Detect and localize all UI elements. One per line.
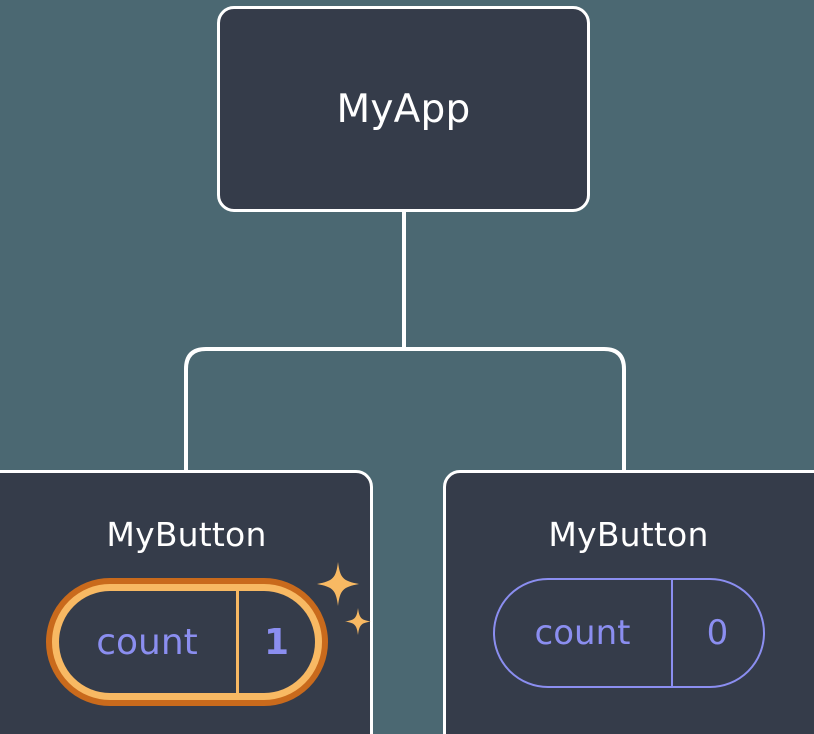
node-title: MyButton: [106, 515, 267, 554]
edge-child-bus: [184, 347, 626, 472]
state-key: count: [59, 591, 239, 693]
node-title: MyApp: [336, 86, 471, 132]
state-pill-highlighted[interactable]: count 1: [45, 578, 328, 706]
sparkle-large-icon: [316, 562, 359, 606]
state-pill-wrapper-right: count 0: [492, 578, 765, 688]
state-value: 0: [706, 613, 729, 653]
node-title: MyButton: [548, 515, 709, 554]
state-key: count: [495, 580, 673, 686]
state-pill[interactable]: count 0: [492, 578, 765, 688]
node-mybutton-right[interactable]: MyButton count 0: [443, 470, 814, 734]
node-mybutton-left[interactable]: MyButton count 1: [0, 470, 373, 734]
state-pill-inner: count 1: [58, 591, 315, 693]
sparkle-small-icon: [344, 608, 371, 635]
state-pill-wrapper-left: count 1: [45, 562, 371, 706]
node-myapp[interactable]: MyApp: [217, 6, 590, 212]
state-value: 1: [263, 621, 290, 663]
